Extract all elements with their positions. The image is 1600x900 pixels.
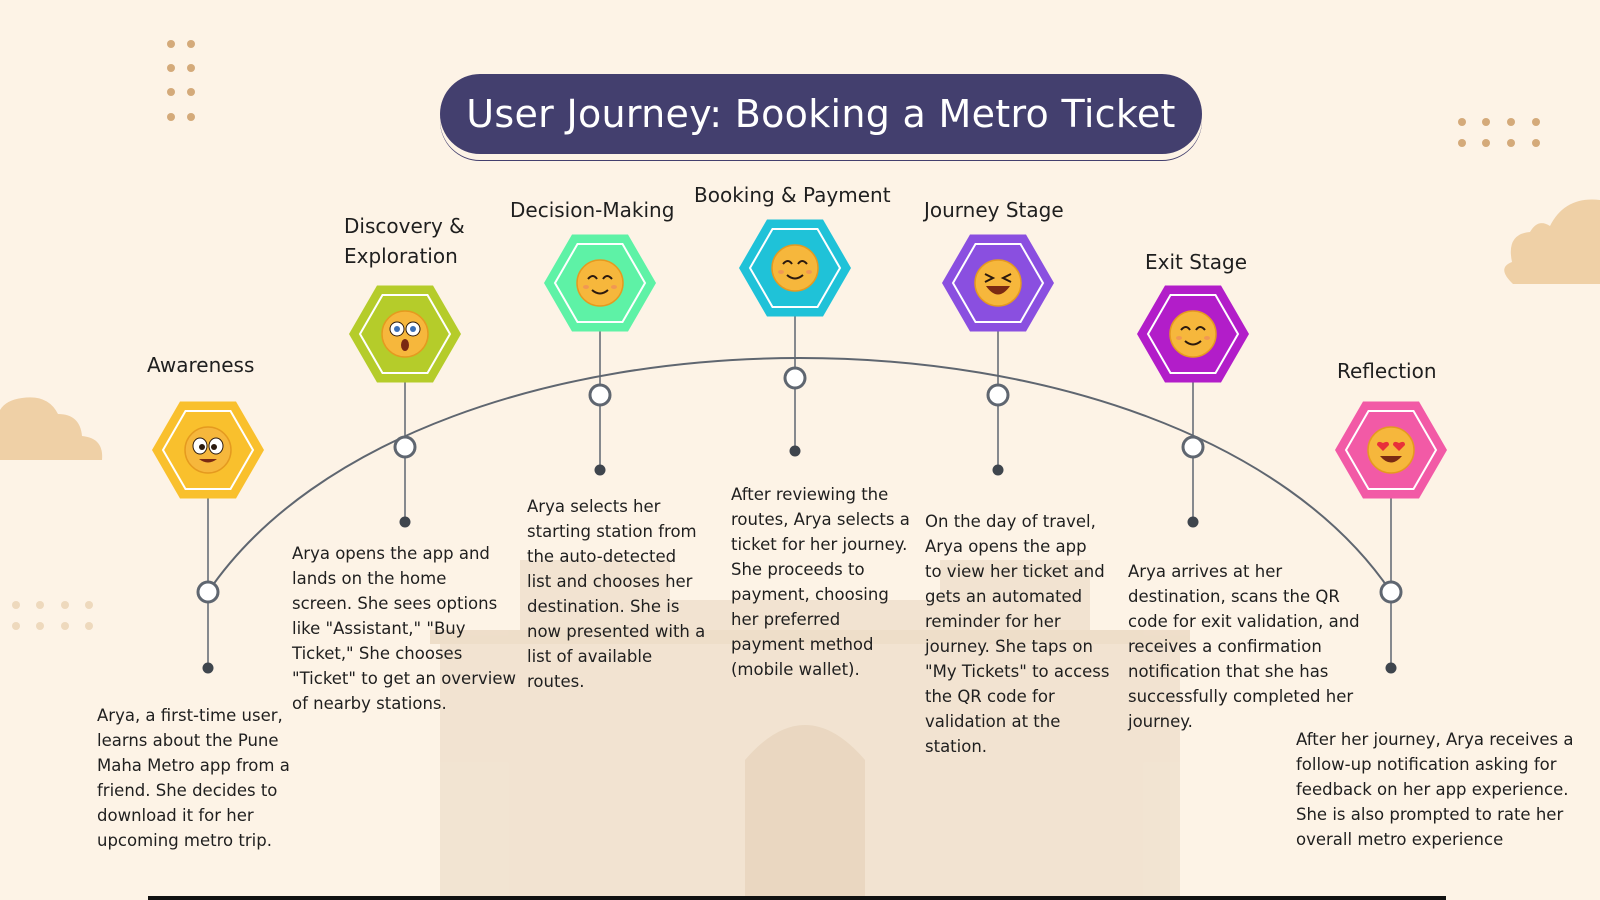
- title-banner: User Journey: Booking a Metro Ticket: [440, 74, 1202, 154]
- emoji-blush: [1176, 336, 1182, 340]
- emoji-blush: [778, 270, 784, 274]
- page-title: User Journey: Booking a Metro Ticket: [466, 92, 1176, 136]
- stage-marker: [152, 401, 264, 674]
- emoji-face-circle: [1367, 426, 1415, 474]
- stage-title-decision: Decision-Making: [510, 198, 675, 222]
- content-face-icon: [771, 244, 819, 292]
- emoji-pupil: [199, 444, 205, 450]
- stage-hexagon-inner: [358, 294, 452, 374]
- cloud-right: [1504, 199, 1600, 284]
- stage-end-dot: [399, 516, 411, 528]
- arc-node: [588, 383, 612, 407]
- arc-node: [783, 366, 807, 390]
- dots-top-left: [167, 40, 195, 121]
- stage-title-exit: Exit Stage: [1145, 250, 1248, 274]
- emoji-eye: [797, 260, 808, 265]
- astonished-face-icon: [381, 310, 429, 358]
- stage-title-awareness: Awareness: [147, 353, 255, 377]
- emoji-blush: [583, 285, 589, 289]
- emoji-eye: [984, 273, 996, 283]
- emoji-mouth: [401, 339, 409, 351]
- stage-hexagon-inner: [1344, 410, 1438, 490]
- stage-desc-awareness: Arya, a first-time user,learns about the…: [97, 706, 290, 850]
- emoji-blush: [806, 270, 812, 274]
- stage-hexagon-inner: [553, 243, 647, 323]
- emoji-blush: [1204, 336, 1210, 340]
- smiling-face-icon: [576, 259, 624, 307]
- emoji-mouth: [1184, 340, 1202, 346]
- stage-hexagon-inner: [161, 410, 255, 490]
- heart-eyes-face-icon: [1367, 426, 1415, 474]
- dots-top-right: [1458, 118, 1540, 147]
- stage-hexagon-inner: [951, 243, 1045, 323]
- emoji-face-circle: [184, 426, 232, 474]
- emoji-blush: [611, 285, 617, 289]
- dots-left: [12, 601, 93, 630]
- stage-end-dot: [992, 464, 1004, 476]
- emoji-mouth: [986, 286, 1010, 295]
- emoji-mouth: [786, 274, 804, 280]
- emoji-mouth: [591, 289, 609, 295]
- emoji-heart-eye: [1393, 441, 1405, 451]
- stage-end-dot: [594, 464, 606, 476]
- stage-marker: [1137, 285, 1249, 528]
- emoji-mouth: [199, 459, 217, 463]
- stage-marker: [544, 234, 656, 476]
- emoji-pupil: [394, 326, 400, 332]
- stage-end-dot: [789, 445, 801, 457]
- stage-end-dot: [202, 662, 214, 674]
- arc-node: [393, 435, 417, 459]
- emoji-eye: [1180, 326, 1191, 331]
- stage-marker: [1335, 401, 1447, 674]
- stage-marker: [349, 285, 461, 528]
- arc-node: [196, 580, 220, 604]
- stage-title-journey: Journey Stage: [924, 198, 1064, 222]
- stage-end-dot: [1385, 662, 1397, 674]
- bottom-rule: [148, 896, 1446, 900]
- stage-marker: [739, 219, 851, 457]
- arc-node: [1181, 435, 1205, 459]
- emoji-eye: [782, 260, 793, 265]
- cloud-left: [0, 397, 103, 460]
- emoji-eye: [1195, 326, 1206, 331]
- stage-hexagon-inner: [748, 228, 842, 308]
- emoji-pupil: [211, 444, 217, 450]
- arc-node: [1379, 580, 1403, 604]
- emoji-eye: [602, 275, 613, 280]
- emoji-face-circle: [576, 259, 624, 307]
- stage-title-booking: Booking & Payment: [694, 183, 891, 207]
- stage-hexagon-inner: [1146, 294, 1240, 374]
- emoji-face-circle: [1169, 310, 1217, 358]
- emoji-eye: [587, 275, 598, 280]
- journey-arc: [207, 357, 1392, 593]
- emoji-face-circle: [771, 244, 819, 292]
- fort-silhouette: [430, 560, 1190, 900]
- stage-title-discovery: Discovery & Exploration: [344, 214, 465, 268]
- stage-end-dot: [1187, 516, 1199, 528]
- emoji-eye: [1000, 273, 1012, 283]
- emoji-pupil: [410, 326, 416, 332]
- grinning-squinting-face-icon: [974, 259, 1022, 307]
- stage-marker: [942, 234, 1054, 476]
- emoji-face-circle: [974, 259, 1022, 307]
- stage-title-reflection: Reflection: [1337, 359, 1437, 383]
- wide-eyed-face-icon: [184, 426, 232, 474]
- emoji-heart-eye: [1377, 441, 1389, 451]
- arc-node: [986, 383, 1010, 407]
- emoji-mouth: [1380, 456, 1402, 463]
- relieved-face-icon: [1169, 310, 1217, 358]
